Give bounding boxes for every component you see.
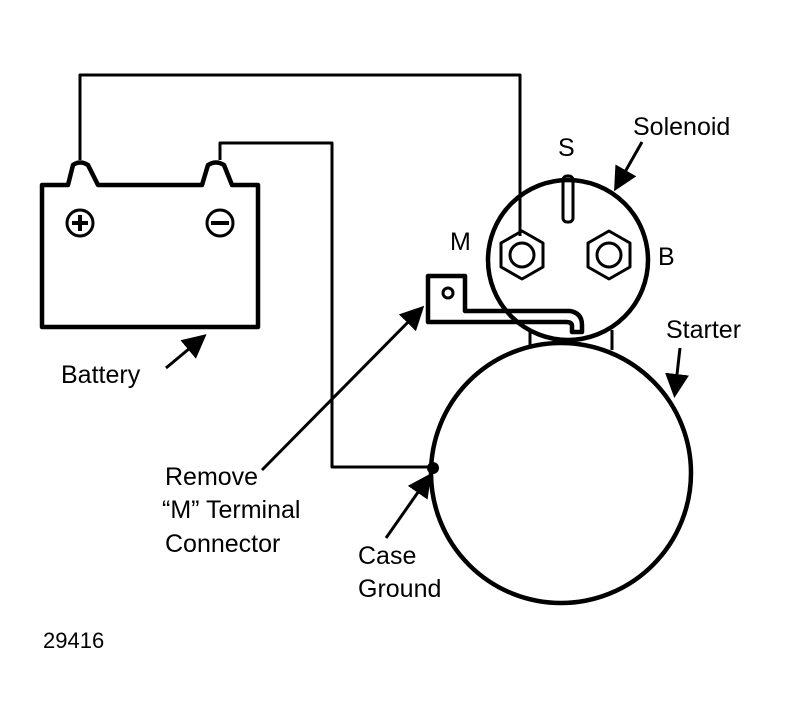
starter-arrow bbox=[665, 347, 689, 398]
s-terminal bbox=[561, 174, 575, 224]
ground-label: Ground bbox=[358, 575, 441, 603]
negative-wire bbox=[218, 141, 433, 469]
starter-motor bbox=[428, 340, 694, 606]
m-terminal-nut bbox=[499, 229, 545, 281]
remove-label-line1: Remove bbox=[165, 463, 258, 491]
remove-label-line3: Connector bbox=[165, 530, 280, 558]
battery bbox=[39, 160, 261, 330]
b-terminal-nut bbox=[586, 229, 632, 281]
figure-number: 29416 bbox=[43, 628, 104, 653]
solenoid-arrow bbox=[614, 141, 644, 192]
minus-icon bbox=[205, 208, 235, 238]
case-label: Case bbox=[358, 542, 416, 570]
case-ground-point bbox=[427, 462, 439, 474]
s-terminal-label: S bbox=[558, 134, 575, 162]
plus-icon bbox=[65, 208, 95, 238]
solenoid-mount bbox=[528, 330, 614, 350]
battery-label: Battery bbox=[61, 361, 141, 389]
m-terminal-label: M bbox=[450, 228, 471, 256]
solenoid-label: Solenoid bbox=[633, 113, 730, 141]
b-terminal-label: B bbox=[658, 243, 675, 271]
positive-wire bbox=[78, 73, 522, 236]
solenoid bbox=[485, 177, 651, 343]
starter-label: Starter bbox=[666, 316, 741, 344]
remove-label-line2: “M” Terminal bbox=[162, 496, 300, 524]
remove-arrow bbox=[260, 305, 425, 472]
m-terminal-connector bbox=[425, 273, 585, 335]
battery-arrow bbox=[165, 334, 207, 370]
connector-hole bbox=[441, 286, 455, 300]
case-ground-arrow bbox=[384, 473, 432, 539]
